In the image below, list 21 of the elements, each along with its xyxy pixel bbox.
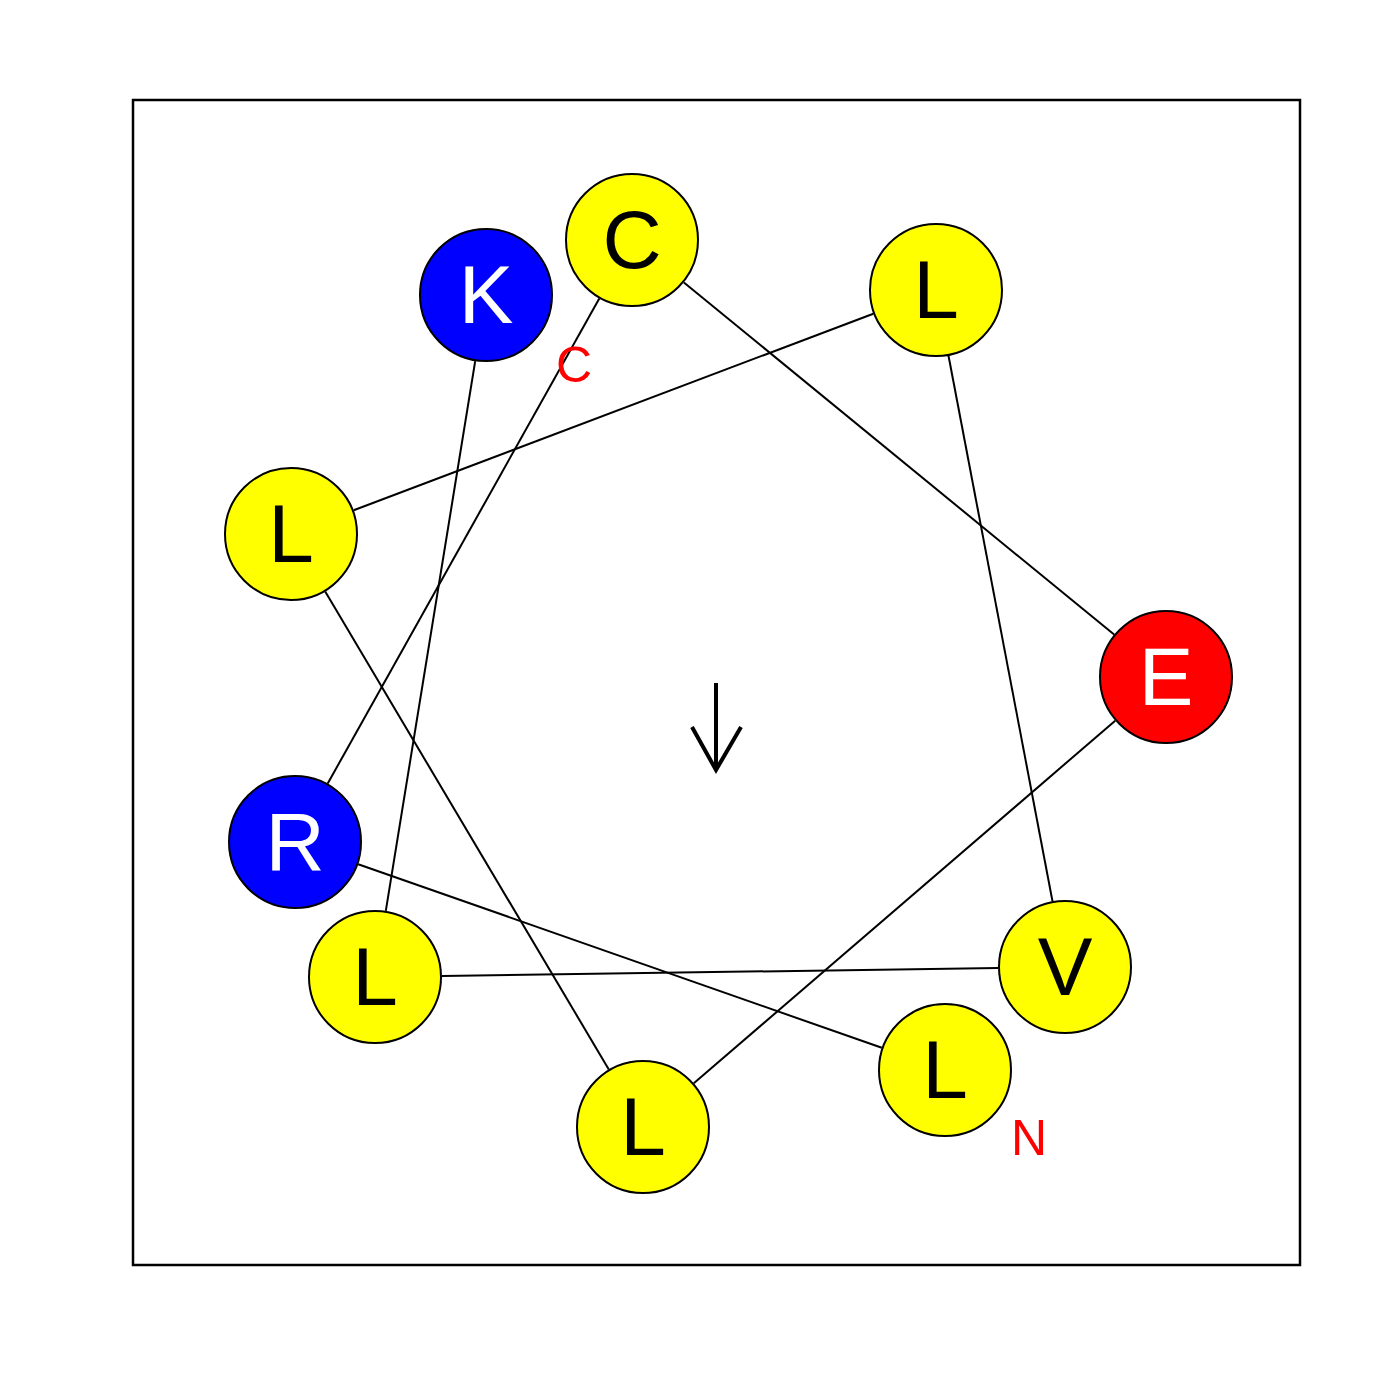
residue-letter: L xyxy=(922,1029,968,1111)
residue-letter: L xyxy=(352,936,398,1018)
connector-line xyxy=(441,967,999,977)
connector-line xyxy=(357,863,883,1049)
connector-line xyxy=(692,719,1117,1085)
residue-letter: L xyxy=(620,1086,666,1168)
connector-line xyxy=(326,297,601,785)
residue-letter: L xyxy=(913,249,959,331)
residue-letter: L xyxy=(268,493,314,575)
terminus-label: C xyxy=(555,340,593,390)
connector-line xyxy=(947,354,1054,903)
residue-letter: E xyxy=(1138,636,1194,718)
residue-letter: C xyxy=(602,199,662,281)
connector-line xyxy=(352,312,875,512)
connector-line xyxy=(324,590,610,1071)
terminus-label: N xyxy=(1010,1113,1048,1163)
connector-line xyxy=(682,281,1116,636)
residue-letter: K xyxy=(458,254,514,336)
residue-letter: V xyxy=(1037,926,1093,1008)
residue-letter: R xyxy=(265,801,325,883)
connector-line xyxy=(384,360,477,912)
